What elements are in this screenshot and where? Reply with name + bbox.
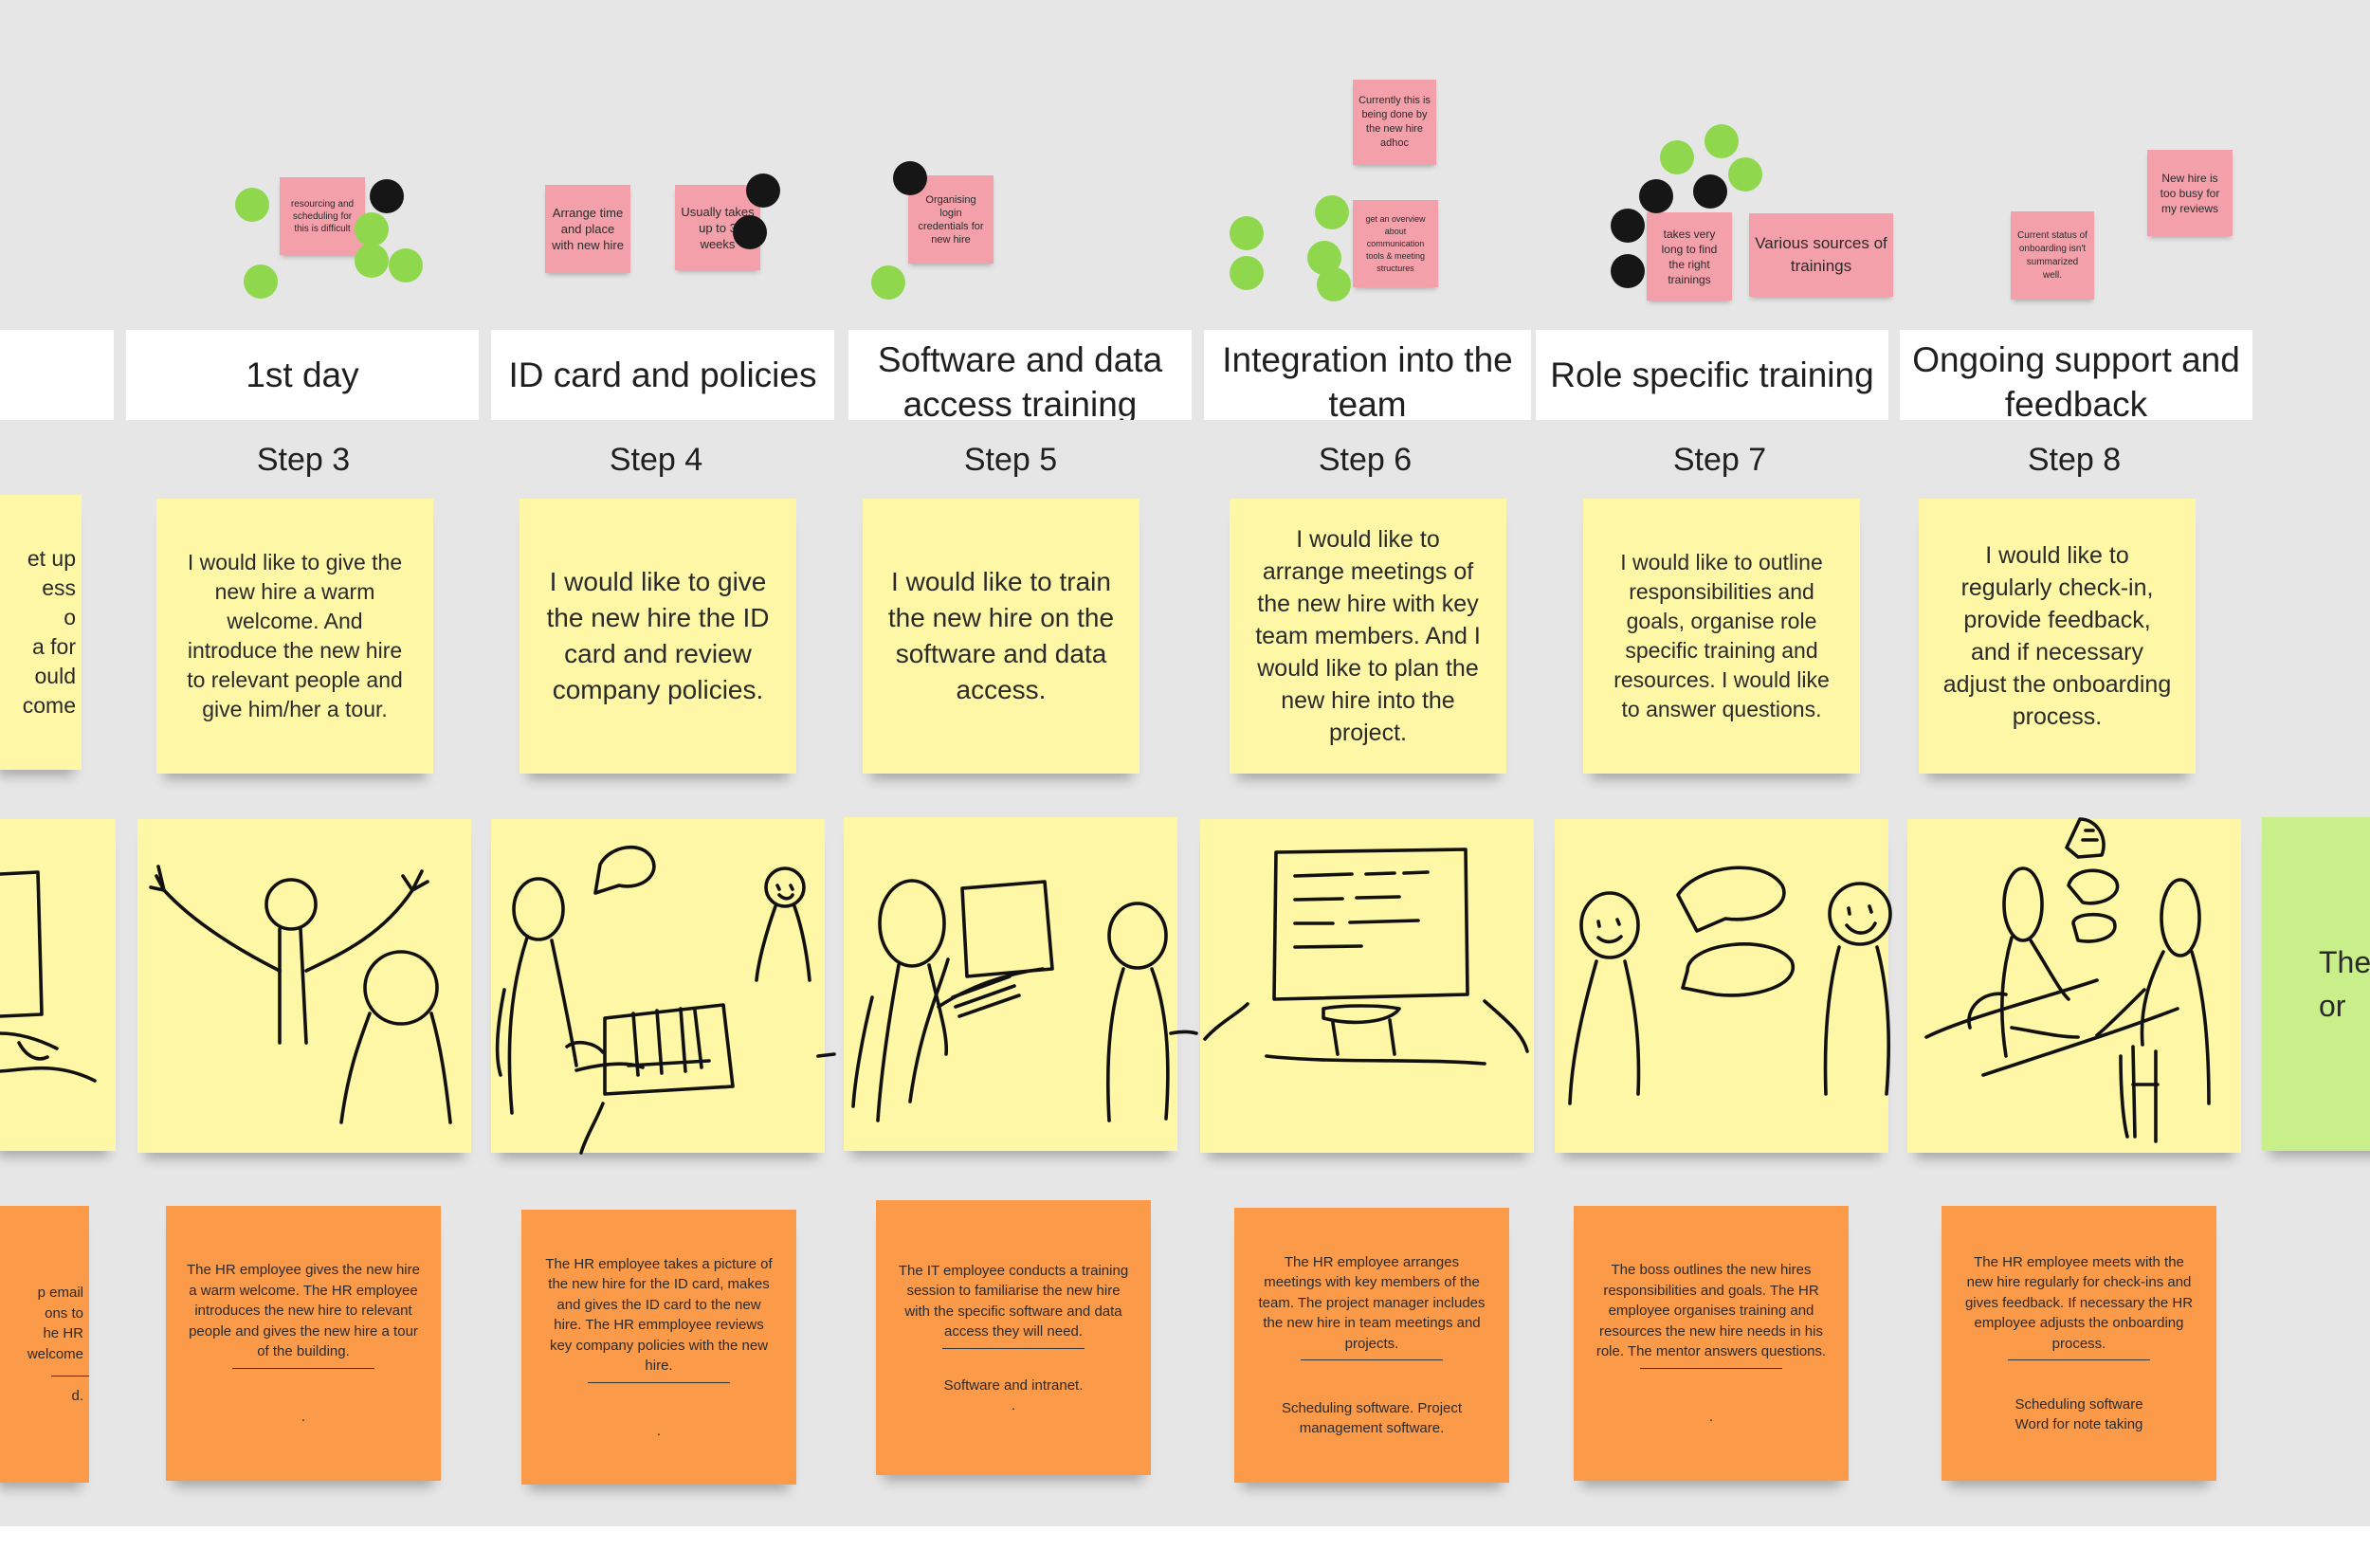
divider [1301,1359,1443,1361]
action-description: The HR employee takes a picture of the n… [545,1255,773,1375]
step-label: Step 4 [609,442,703,478]
stage-title[interactable]: Integration into the team [1204,330,1531,420]
action-tools: d. [71,1388,83,1404]
vote-dot-black[interactable] [1611,209,1645,243]
action-description: The HR employee arranges meetings with k… [1258,1253,1486,1352]
action-tools: . [301,1408,306,1425]
vote-dot-black[interactable] [1611,254,1645,288]
vote-dot-green[interactable] [1315,195,1349,229]
stage-title[interactable]: Ongoing support and feedback [1900,330,2252,420]
action-note[interactable]: The boss outlines the new hires responsi… [1574,1206,1849,1481]
divider [2008,1359,2150,1361]
pain-point-note[interactable]: takes very long to find the right traini… [1647,212,1732,301]
action-note[interactable]: The HR employee meets with the new hire … [1942,1206,2216,1481]
vote-dot-green[interactable] [1230,216,1264,250]
sketch-mentor-talk-drawing [1568,866,1892,1105]
action-description: The IT employee conducts a training sess… [898,1262,1129,1340]
user-story-note[interactable]: I would like to arrange meetings of the … [1230,499,1506,774]
vote-dot-green[interactable] [871,265,905,300]
sketch-note[interactable] [844,817,1177,1151]
pain-point-note[interactable]: Current status of onboarding isn't summa… [2011,211,2094,300]
stage-title[interactable]: 1st day [126,330,479,420]
vote-dot-black[interactable] [370,179,404,213]
sketch-screen-drawing [0,870,97,1083]
vote-dot-black[interactable] [1693,174,1727,209]
vote-dot-green[interactable] [1230,256,1264,290]
divider [232,1367,374,1369]
action-note[interactable]: The HR employee arranges meetings with k… [1234,1208,1509,1483]
action-note[interactable]: The HR employee takes a picture of the n… [521,1210,796,1485]
action-tools: Scheduling software Word for note taking [2014,1396,2143,1433]
user-story-note[interactable]: I would like to regularly check-in, prov… [1919,499,2196,774]
action-note[interactable]: The HR employee gives the new hire a war… [166,1206,441,1481]
stage-title[interactable] [0,330,114,420]
vote-dot-green[interactable] [244,264,278,299]
action-description: The HR employee gives the new hire a war… [187,1262,420,1360]
sketch-id-card-drawing [495,845,836,1155]
action-description: The HR employee meets with the new hire … [1964,1253,2194,1352]
action-note[interactable]: p email ons to he HR welcome d. [0,1206,89,1483]
outcome-note[interactable]: The or [2262,817,2370,1151]
divider [942,1347,1085,1349]
user-story-note[interactable]: I would like to train the new hire on th… [863,499,1139,774]
vote-dot-green[interactable] [355,212,389,246]
pain-point-note[interactable]: Organising login credentials for new hir… [908,175,994,264]
action-tools: Scheduling software. Project management … [1281,1400,1463,1437]
divider [1640,1367,1782,1369]
user-story-note[interactable]: I would like to outline responsibilities… [1583,499,1860,774]
action-note[interactable]: The IT employee conducts a training sess… [876,1200,1151,1475]
action-description: p email ons to he HR welcome [27,1285,83,1362]
action-tools: . [1708,1408,1714,1425]
vote-dot-black[interactable] [733,215,767,249]
vote-dot-black[interactable] [746,173,780,208]
action-tools: . [656,1422,662,1439]
sketch-laptop-training-drawing [851,879,1198,1122]
sketch-screen-meeting-drawing [1203,848,1529,1066]
step-label: Step 5 [963,442,1058,478]
step-label: Step 3 [256,442,351,478]
stage-title[interactable]: Software and data access training [848,330,1192,420]
whiteboard-canvas[interactable]: resourcing and scheduling for this is di… [0,0,2370,1526]
divider [588,1381,730,1383]
sketch-welcome-drawing [149,865,452,1124]
pain-point-note[interactable]: get an overview about communication tool… [1353,200,1438,287]
vote-dot-green[interactable] [1660,140,1694,174]
stage-title[interactable]: Role specific training [1536,330,1888,420]
vote-dot-green[interactable] [235,188,269,222]
vote-dot-black[interactable] [893,161,927,195]
step-label: Step 7 [1672,442,1767,478]
pain-point-note[interactable]: Currently this is being done by the new … [1353,80,1436,165]
vote-dot-green[interactable] [355,244,389,278]
vote-dot-green[interactable] [1728,157,1762,191]
sketch-check-in-drawing [1924,817,2211,1143]
pain-point-note[interactable]: Various sources of trainings [1749,213,1893,297]
divider [51,1376,89,1377]
step-label: Step 8 [2027,442,2122,478]
vote-dot-green[interactable] [1317,267,1351,301]
stage-title[interactable]: ID card and policies [491,330,834,420]
vote-dot-green[interactable] [389,248,423,283]
pain-point-note[interactable]: resourcing and scheduling for this is di… [280,177,365,255]
pain-point-note[interactable]: Arrange time and place with new hire [545,185,630,273]
step-label: Step 6 [1318,442,1413,478]
pain-point-note[interactable]: New hire is too busy for my reviews [2147,150,2233,236]
vote-dot-green[interactable] [1705,124,1739,158]
user-story-note[interactable]: I would like to give the new hire a warm… [156,499,433,774]
action-tools: Software and intranet. . [943,1377,1084,1413]
action-description: The boss outlines the new hires responsi… [1595,1262,1827,1360]
user-story-note[interactable]: et up ess o a for ould come [0,495,82,770]
user-story-note[interactable]: I would like to give the new hire the ID… [520,499,796,774]
vote-dot-black[interactable] [1639,179,1673,213]
